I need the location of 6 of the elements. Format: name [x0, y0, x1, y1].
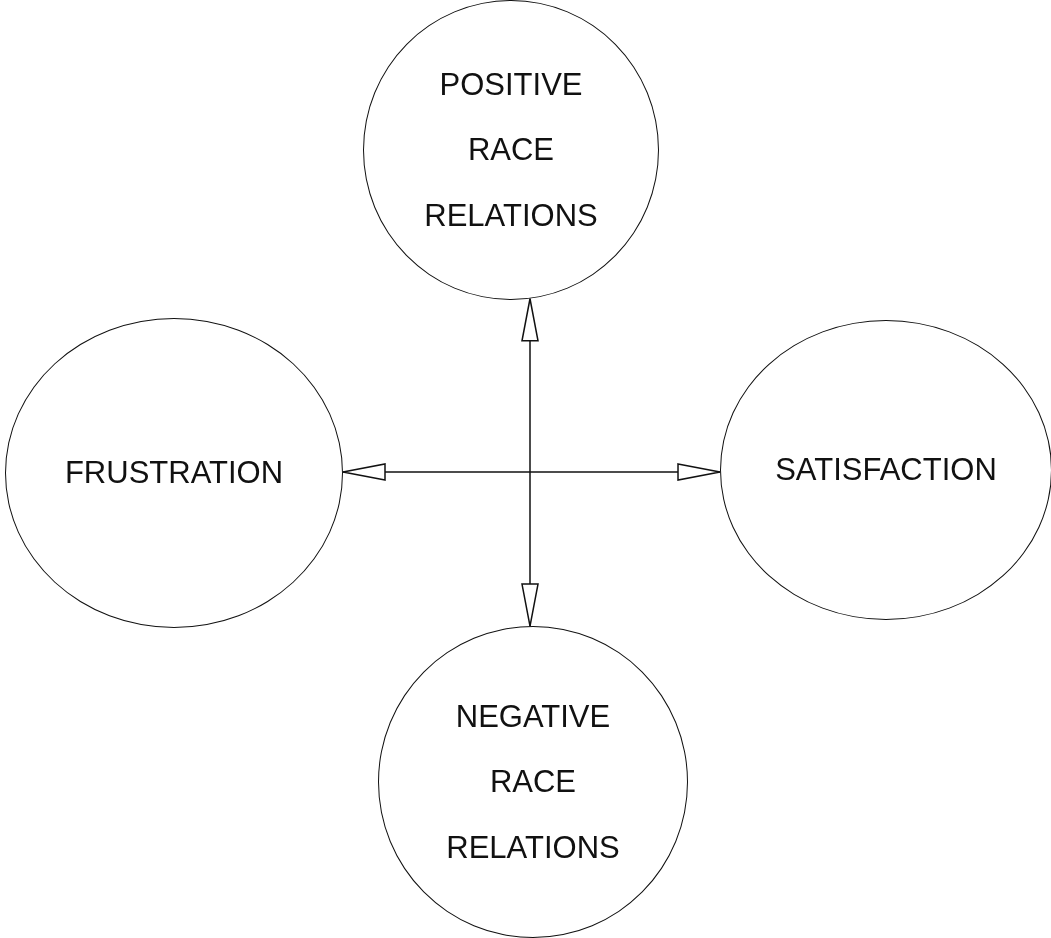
node-label: NEGATIVE RACE RELATIONS: [445, 698, 621, 867]
double-arrow: [342, 463, 721, 481]
node-label: POSITIVE RACE RELATIONS: [423, 66, 599, 235]
double-arrow: [521, 298, 539, 627]
node-label: FRUSTRATION: [64, 454, 284, 493]
node-label: SATISFACTION: [775, 451, 997, 490]
